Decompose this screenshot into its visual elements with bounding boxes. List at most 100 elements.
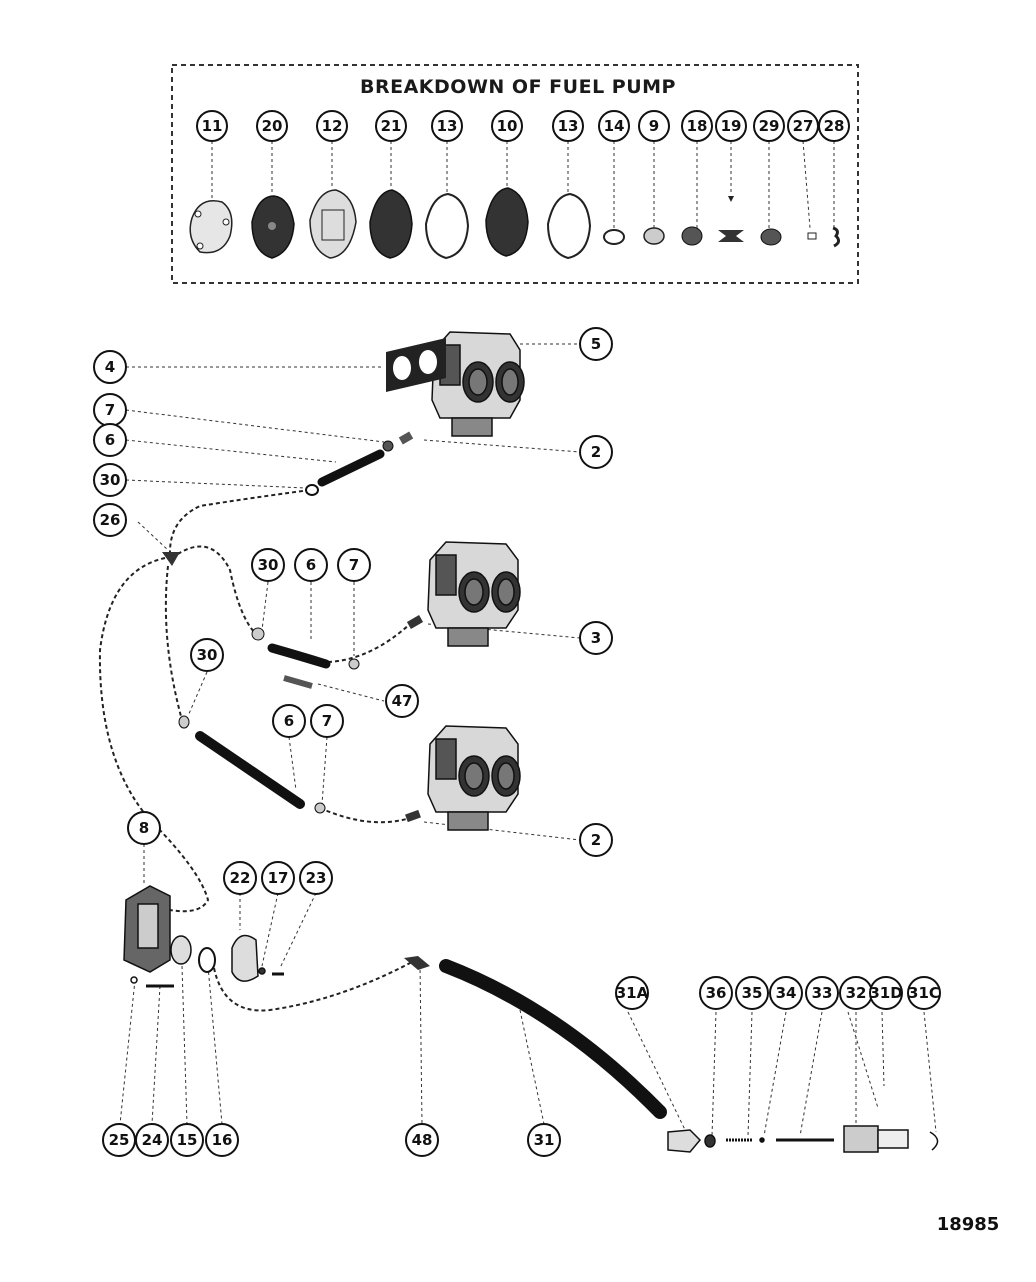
callout-circle <box>256 110 288 142</box>
callout-circle <box>579 823 613 857</box>
callout-15: 15 <box>170 1123 204 1157</box>
callout-circle <box>818 110 850 142</box>
callout-circle <box>491 110 523 142</box>
callout-label: 47 <box>392 692 413 710</box>
callout-circle <box>93 350 127 384</box>
callout-label: 30 <box>100 471 121 489</box>
callout-label: 18 <box>687 117 708 135</box>
callout-label: 8 <box>139 819 149 837</box>
callout-circle <box>907 976 941 1010</box>
callout-label: 7 <box>349 556 359 574</box>
callout-24: 24 <box>135 1123 169 1157</box>
fuel-lines <box>98 489 413 1012</box>
gasket-part <box>424 192 470 260</box>
callout-circle <box>251 548 285 582</box>
callout-circle <box>869 976 903 1010</box>
callout-label: 6 <box>105 431 115 449</box>
callout-circle <box>769 976 803 1010</box>
callout-label: 2 <box>591 831 601 849</box>
callout-8: 8 <box>127 811 161 845</box>
callout-label: 3 <box>591 629 601 647</box>
callout-circle <box>93 463 127 497</box>
callout-11: 11 <box>196 110 228 142</box>
callout-20: 20 <box>256 110 288 142</box>
callout-label: 13 <box>437 117 458 135</box>
callout-7: 7 <box>310 704 344 738</box>
callout-circle <box>190 638 224 672</box>
callout-13: 13 <box>552 110 584 142</box>
callout-label: 7 <box>105 401 115 419</box>
callout-circle <box>385 684 419 718</box>
callout-circle <box>715 110 747 142</box>
callout-3: 3 <box>579 621 613 655</box>
callout-34: 34 <box>769 976 803 1010</box>
diaphragm-part-2 <box>369 189 413 259</box>
callout-label: 30 <box>197 646 218 664</box>
callout-circle <box>205 1123 239 1157</box>
callout-label: 22 <box>230 869 251 887</box>
callout-label: 13 <box>558 117 579 135</box>
callout-14: 14 <box>598 110 630 142</box>
callout-circle <box>638 110 670 142</box>
callout-label: 27 <box>793 117 814 135</box>
callout-circle <box>579 621 613 655</box>
callout-circle <box>135 1123 169 1157</box>
callout-7: 7 <box>337 548 371 582</box>
diaphragm-part-3 <box>485 187 529 257</box>
callout-30: 30 <box>251 548 285 582</box>
callout-19: 19 <box>715 110 747 142</box>
breakdown-title: BREAKDOWN OF FUEL PUMP <box>360 76 676 98</box>
callout-32: 32 <box>839 976 873 1010</box>
hoses-and-fittings <box>162 431 667 1119</box>
callout-circle <box>223 861 257 895</box>
callout-31: 31 <box>527 1123 561 1157</box>
callout-label: 32 <box>846 984 867 1002</box>
callout-circle <box>527 1123 561 1157</box>
callout-31C: 31C <box>907 976 941 1010</box>
callout-label: 20 <box>262 117 283 135</box>
callout-label: 12 <box>322 117 343 135</box>
callout-31D: 31D <box>869 976 903 1010</box>
callout-18: 18 <box>681 110 713 142</box>
callout-30: 30 <box>190 638 224 672</box>
callout-9: 9 <box>638 110 670 142</box>
callout-circle <box>196 110 228 142</box>
callout-label: 19 <box>721 117 742 135</box>
callout-label: 11 <box>202 117 223 135</box>
callout-label: 7 <box>322 712 332 730</box>
gasket-part-2 <box>546 192 592 260</box>
callout-label: 6 <box>284 712 294 730</box>
callout-circle <box>93 423 127 457</box>
callout-label: 26 <box>100 511 121 529</box>
callout-21: 21 <box>375 110 407 142</box>
callout-circle <box>170 1123 204 1157</box>
callout-5: 5 <box>579 327 613 361</box>
callout-label: 10 <box>497 117 518 135</box>
callout-label: 4 <box>105 358 115 376</box>
callout-circle <box>261 861 295 895</box>
callout-label: 24 <box>142 1131 163 1149</box>
callout-25: 25 <box>102 1123 136 1157</box>
callout-48: 48 <box>405 1123 439 1157</box>
callout-23: 23 <box>299 861 333 895</box>
callout-10: 10 <box>491 110 523 142</box>
callout-7: 7 <box>93 393 127 427</box>
callout-circle <box>375 110 407 142</box>
callout-33: 33 <box>805 976 839 1010</box>
leader-lines <box>119 343 937 1137</box>
callout-label: 14 <box>604 117 625 135</box>
diaphragm-part <box>251 195 295 259</box>
callout-label: 16 <box>212 1131 233 1149</box>
callout-label: 36 <box>706 984 727 1002</box>
callout-circle <box>405 1123 439 1157</box>
callout-circle <box>294 548 328 582</box>
callout-label: 21 <box>381 117 402 135</box>
callout-circle <box>579 435 613 469</box>
callout-30: 30 <box>93 463 127 497</box>
callout-circle <box>552 110 584 142</box>
callout-4: 4 <box>93 350 127 384</box>
callout-circle <box>598 110 630 142</box>
small-parts <box>603 196 841 248</box>
